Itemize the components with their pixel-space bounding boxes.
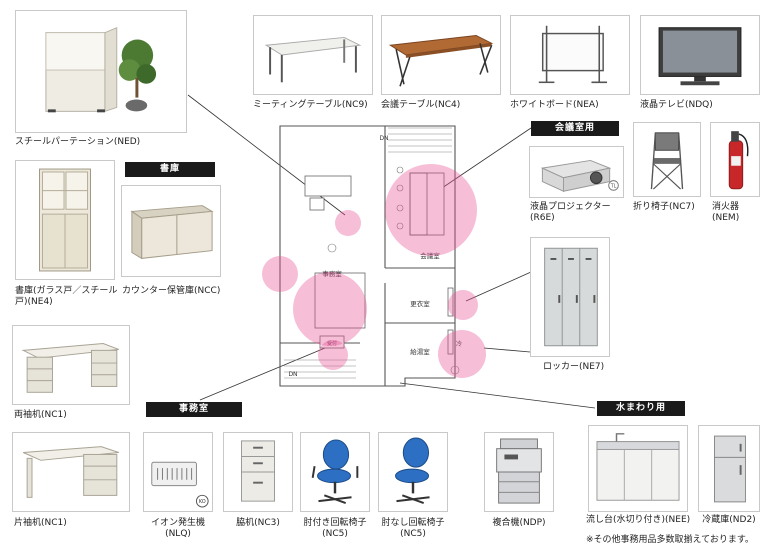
locker-card <box>530 237 610 357</box>
bookcase-card <box>15 160 115 280</box>
plan-reception: 受付 <box>327 340 337 347</box>
plan-kitchen-mark: 冷 <box>456 340 462 348</box>
side-cabinet-card <box>223 432 293 512</box>
plan-kitchenette: 給湯室 <box>410 347 430 356</box>
projector-card: TL <box>529 146 624 198</box>
counter-storage-label: カウンター保管庫(NCC) <box>122 286 221 296</box>
ion-generator-label-line1: イオン発生機 <box>150 518 205 528</box>
copier-label: 複合機(NDP) <box>492 518 546 528</box>
extinguisher-label-line2: (NEM) <box>712 213 740 223</box>
hotspot-bookcase[interactable] <box>262 256 298 292</box>
footnote: ※その他事務用品多数取揃えております。 <box>586 535 754 545</box>
hotspot-reception[interactable] <box>318 340 348 370</box>
meeting-table-card <box>253 15 373 95</box>
double-desk-label: 両袖机(NC1) <box>14 410 67 420</box>
conference-table-card <box>381 15 501 95</box>
single-desk-label: 片袖机(NC1) <box>14 518 67 528</box>
plan-dn-top: DN <box>379 135 388 142</box>
floor-plan: DN DN 事務室 会議室 更衣室 給湯室 受付 冷 <box>270 118 480 403</box>
plan-locker-room: 更衣室 <box>410 299 430 308</box>
plan-dn-bottom: DN <box>288 371 297 378</box>
ion-generator-label-line2: (NLQ) <box>165 529 191 539</box>
armchair-label-line1: 肘付き回転椅子 <box>303 518 367 528</box>
partition-label: スチールパーテーション(NED) <box>15 137 141 147</box>
locker-label: ロッカー(NE7) <box>543 362 605 372</box>
meeting-room-tag: 会議室用 <box>531 121 619 136</box>
double-desk-card <box>12 325 130 405</box>
whiteboard-card <box>510 15 630 95</box>
folding-chair-label: 折り椅子(NC7) <box>633 202 695 212</box>
sink-card <box>588 425 688 512</box>
fridge-card <box>698 425 760 512</box>
lcd-tv-label: 液晶テレビ(NDQ) <box>640 100 713 110</box>
sink-label: 流し台(水切り付き)(NEE) <box>586 515 691 525</box>
chair-label-line2: (NC5) <box>400 529 426 539</box>
counter-storage-card <box>121 185 221 277</box>
hotspot-kitchen[interactable] <box>438 330 486 378</box>
chair-card <box>378 432 448 512</box>
extinguisher-card <box>710 122 760 197</box>
office-tag: 事務室 <box>146 402 242 417</box>
hotspot-partition[interactable] <box>335 210 361 236</box>
ion-generator-card: KO <box>143 432 213 512</box>
chair-label-line1: 肘なし回転椅子 <box>381 518 445 528</box>
projector-badge: TL <box>610 183 617 189</box>
armchair-label-line2: (NC5) <box>322 529 348 539</box>
projector-label-line2: (R6E) <box>530 213 555 223</box>
lcd-tv-card <box>640 15 760 95</box>
water-tag: 水まわり用 <box>597 401 685 416</box>
projector-label-line1: 液晶プロジェクター <box>530 202 611 212</box>
conference-table-label: 会議テーブル(NC4) <box>381 100 461 110</box>
fridge-label: 冷蔵庫(ND2) <box>702 515 756 525</box>
whiteboard-label: ホワイトボード(NEA) <box>510 100 599 110</box>
meeting-table-label: ミーティングテーブル(NC9) <box>253 100 368 110</box>
library-tag: 書庫 <box>125 162 215 177</box>
armchair-card <box>300 432 370 512</box>
side-cabinet-label: 脇机(NC3) <box>236 518 280 528</box>
ion-badge: KO <box>199 499 206 505</box>
single-desk-card <box>12 432 130 512</box>
hotspot-locker[interactable] <box>448 290 478 320</box>
plan-office: 事務室 <box>322 269 342 278</box>
plan-meeting: 会議室 <box>420 251 440 260</box>
copier-card <box>484 432 554 512</box>
partition-card <box>15 10 187 133</box>
folding-chair-card <box>633 122 701 197</box>
extinguisher-label-line1: 消火器 <box>712 202 740 212</box>
hotspot-office[interactable] <box>293 272 367 346</box>
hotspot-meeting-room[interactable] <box>385 164 477 256</box>
bookcase-label: 書庫(ガラス戸／スチール戸)(NE4) <box>15 286 118 307</box>
